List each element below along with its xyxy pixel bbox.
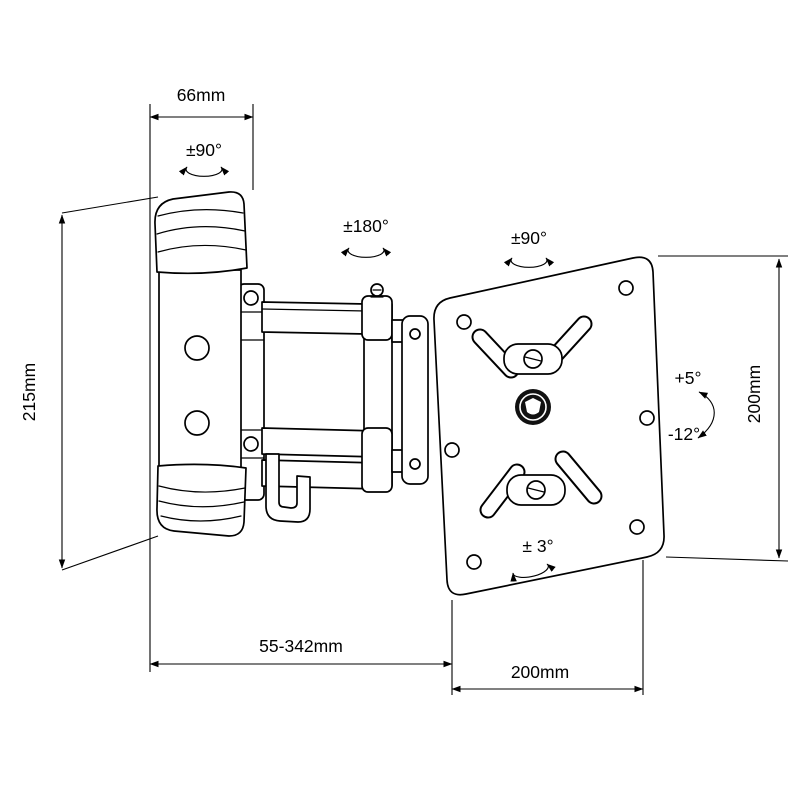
elbow-joint-upper (361, 295, 393, 341)
elbow-joint-lower (361, 427, 393, 493)
wall-plate-hole-upper (184, 335, 210, 361)
dimension-plate-width: 200mm (451, 560, 644, 695)
angle-tilt: +5° -12° (668, 368, 715, 444)
swivel-arrow-icon (503, 257, 555, 268)
wall-bracket (154, 191, 248, 537)
bracket-bottom-cap (156, 463, 247, 537)
hinge-bolt-bottom (243, 436, 259, 452)
angle-level-adjust: ± 3° (510, 536, 556, 582)
extension-line (61, 535, 159, 571)
dimension-height: 215mm (19, 196, 159, 571)
angle-tilt-down-label: -12° (668, 424, 700, 444)
top-cap-ribs (156, 209, 247, 253)
hinge-bolt-top (243, 290, 259, 306)
angle-wall-swivel-label: ±90° (186, 140, 222, 160)
dim-depth-label: 66mm (177, 85, 226, 105)
plate-bracket (401, 315, 429, 485)
wall-plate-hole-lower (184, 410, 210, 436)
dim-plate-width-label: 200mm (511, 662, 569, 682)
tilt-arrow-icon (697, 391, 715, 439)
brand-logo (515, 389, 551, 425)
plate-bracket-bolt-bottom (409, 458, 421, 470)
dim-plate-height-label: 200mm (744, 365, 764, 423)
angle-plate-swivel: ±90° (503, 228, 555, 268)
bottom-cap-ribs (158, 485, 246, 522)
dimension-plate-height: 200mm (658, 255, 789, 562)
angle-elbow-swivel-label: ±180° (343, 216, 389, 236)
lower-arm-a (261, 427, 379, 458)
hinge-segments (237, 311, 265, 459)
upper-arm (261, 301, 367, 335)
articulating-arm (237, 283, 429, 523)
cable-hook (265, 453, 311, 523)
plate-bracket-bolt-top (409, 328, 421, 340)
swivel-arrow-icon (340, 247, 392, 258)
angle-wall-swivel: ±90° (178, 140, 230, 177)
bracket-top-cap (154, 191, 248, 275)
extension-line (665, 556, 789, 562)
angle-elbow-swivel: ±180° (340, 216, 392, 258)
upper-arm-bevel (261, 308, 367, 312)
dimension-extension: 55-342mm (149, 600, 453, 695)
angle-level-adjust-label: ± 3° (522, 536, 553, 556)
dim-extension-label: 55-342mm (259, 636, 343, 656)
dim-height-label: 215mm (19, 363, 39, 421)
angle-plate-swivel-label: ±90° (511, 228, 547, 248)
tilt-screw-boss-top (503, 343, 563, 375)
mounting-holes (444, 280, 655, 570)
tilt-screw-boss-bottom (506, 474, 566, 506)
rotate-arrow-icon (510, 563, 556, 582)
vesa-plate (433, 256, 665, 596)
wall-plate-body (158, 269, 242, 469)
extension-line (61, 196, 159, 214)
swivel-arrow-icon (178, 166, 230, 177)
angle-tilt-up-label: +5° (675, 368, 702, 388)
